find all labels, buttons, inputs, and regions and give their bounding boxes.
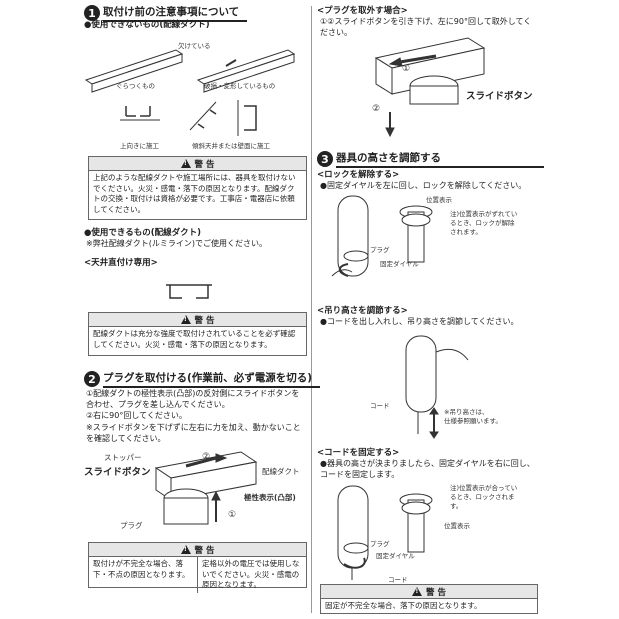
section-1-header: 1 取付け前の注意事項について bbox=[84, 4, 248, 22]
label-slide-button: スライドボタン bbox=[84, 467, 151, 478]
fix-pos-label: 位置表示 bbox=[444, 522, 470, 530]
section-1-title: 取付け前の注意事項について bbox=[103, 4, 248, 22]
warning-box-4: 警 告 固定が不完全な場合、落下の原因となります。 bbox=[320, 584, 538, 614]
fix-cord-label: コード bbox=[388, 576, 408, 584]
usable-duct-drawing bbox=[166, 284, 212, 299]
adjust-note: ※吊り高さは、 仕様参照願います。 bbox=[444, 408, 502, 425]
fix-plug-label: プラグ bbox=[370, 540, 390, 548]
warning-title: 警 告 bbox=[194, 315, 215, 326]
unlock-drawing bbox=[331, 195, 433, 277]
usable-note: ※弊社配線ダクト(ルミライン)でご使用ください。 bbox=[86, 239, 267, 248]
warning-body: 上記のような配線ダクトや施工場所には、器具を取付けないでください。火災・感電・落… bbox=[93, 173, 296, 214]
unlock-dial-label: 固定ダイヤル bbox=[380, 260, 419, 268]
section-3-title: 器具の高さを調節する bbox=[336, 150, 544, 168]
fix-text: ●器具の高さが決まりましたら、固定ダイヤルを右に回し、コードを固定します。 bbox=[320, 459, 535, 479]
warning-body-split: 取付けが不完全な場合、落下・不点の原因となります。 定格以外の電圧では使用しない… bbox=[89, 557, 306, 593]
section-2-steps: ①配線ダクトの極性表示(凸部)の反対側にスライドボタンを合わせ、プラグを差し込ん… bbox=[86, 389, 300, 420]
adjust-text: ●コードを出し入れし、吊り高さを調節してください。 bbox=[320, 317, 519, 326]
unusable-heading: ●使用できないもの(配線ダクト) bbox=[84, 20, 210, 30]
warning-title: 警 告 bbox=[194, 159, 215, 170]
ceiling-only-heading: <天井直付け専用> bbox=[84, 258, 158, 268]
warning-header: 警 告 bbox=[89, 157, 306, 171]
warning-triangle-icon bbox=[180, 315, 191, 324]
warning-title: 警 告 bbox=[426, 587, 446, 598]
section-2-title: プラグを取付ける(作業前、必ず電源を切る) bbox=[103, 370, 321, 388]
caption-damaged: 破損・変形しているもの bbox=[204, 82, 276, 90]
caption-slanted: 傾斜天井または壁面に施工 bbox=[192, 142, 270, 150]
caption-upward: 上向きに施工 bbox=[120, 142, 159, 150]
remove-step-1: ① bbox=[402, 64, 411, 74]
warning-box-2: 警 告 配線ダクトは充分な強度で取付けされていることを必ず確認してください。火災… bbox=[88, 312, 307, 356]
warning-title: 警 告 bbox=[194, 545, 215, 556]
step-2-mark: ② bbox=[202, 452, 211, 462]
unlock-note: 注)位置表示がずれているとき、ロックが解除されます。 bbox=[450, 210, 518, 236]
fix-note: 注)位置表示が合っているとき、ロックされます。 bbox=[450, 484, 518, 510]
unlock-heading: <ロックを解除する> bbox=[317, 170, 400, 180]
adjust-drawing bbox=[405, 335, 469, 439]
fix-heading: <コードを固定する> bbox=[317, 448, 400, 458]
warning-header: 警 告 bbox=[89, 313, 306, 327]
warning-body: 配線ダクトは充分な強度で取付けされていることを必ず確認してください。火災・感電・… bbox=[93, 329, 296, 349]
fix-dial-label: 固定ダイヤル bbox=[376, 552, 415, 560]
install-position-drawing bbox=[120, 100, 257, 136]
unlock-pos-label: 位置表示 bbox=[426, 196, 452, 204]
caption-wobbly: ぐらつくもの bbox=[116, 82, 155, 90]
warning-body-right: 定格以外の電圧では使用しないでください。火災・感電の原因となります。 bbox=[202, 559, 300, 589]
label-duct: 配線ダクト bbox=[262, 467, 300, 476]
plug-attach-drawing bbox=[154, 451, 258, 525]
adjust-heading: <吊り高さを調節する> bbox=[317, 306, 408, 316]
section-3-number: 3 bbox=[317, 151, 333, 167]
remove-slide-label: スライドボタン bbox=[466, 91, 533, 102]
remove-text: ①②スライドボタンを引き下げ、左に90°回して取外してください。 bbox=[320, 17, 532, 37]
section-1-number: 1 bbox=[84, 5, 100, 21]
adjust-cord-label: コード bbox=[370, 402, 390, 410]
plug-remove-drawing bbox=[374, 37, 486, 138]
label-plug: プラグ bbox=[120, 521, 143, 530]
section-3-header: 3 器具の高さを調節する bbox=[317, 150, 544, 168]
warning-triangle-icon bbox=[412, 587, 423, 596]
warning-box-1: 警 告 上記のような配線ダクトや施工場所には、器具を取付けないでください。火災・… bbox=[88, 156, 307, 220]
duct-examples-drawing bbox=[84, 49, 296, 93]
warning-header: 警 告 bbox=[89, 543, 306, 557]
caption-chipped: 欠けている bbox=[178, 42, 211, 50]
label-stopper: ストッパー bbox=[104, 453, 142, 462]
warning-triangle-icon bbox=[180, 159, 191, 168]
section-2-header: 2 プラグを取付ける(作業前、必ず電源を切る) bbox=[84, 370, 321, 388]
column-divider bbox=[311, 6, 312, 613]
usable-heading: ●使用できるもの(配線ダクト) bbox=[84, 228, 202, 238]
warning-body: 固定が不完全な場合、落下の原因となります。 bbox=[325, 601, 482, 610]
remove-heading: <プラグを取外す場合> bbox=[317, 6, 408, 16]
warning-triangle-icon bbox=[180, 545, 191, 554]
warning-body-left: 取付けが不完全な場合、落下・不点の原因となります。 bbox=[89, 557, 198, 593]
unlock-text: ●固定ダイヤルを左に回し、ロックを解除してください。 bbox=[320, 181, 527, 190]
warning-header: 警 告 bbox=[321, 585, 537, 599]
remove-step-2: ② bbox=[372, 104, 381, 114]
section-2-number: 2 bbox=[84, 371, 100, 387]
unlock-plug-label: プラグ bbox=[370, 246, 390, 254]
step-1-mark: ① bbox=[228, 510, 237, 520]
warning-box-3: 警 告 取付けが不完全な場合、落下・不点の原因となります。 定格以外の電圧では使… bbox=[88, 542, 307, 593]
label-polarity: 極性表示(凸部) bbox=[244, 493, 296, 502]
section-2-note: ※スライドボタンを下げずに左右に力を加え、動かないことを確認してください。 bbox=[86, 423, 301, 443]
fix-drawing bbox=[337, 485, 433, 580]
